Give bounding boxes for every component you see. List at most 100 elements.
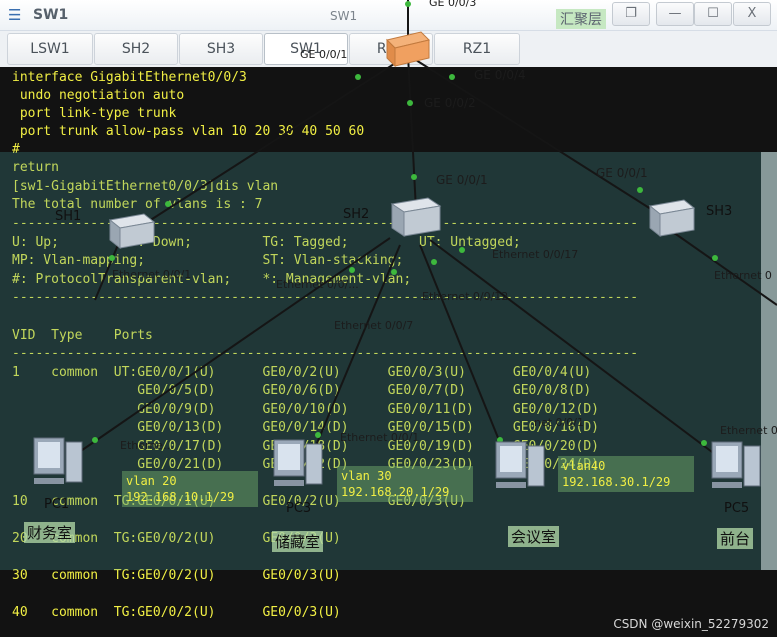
tab-sh2[interactable]: SH2	[94, 33, 178, 65]
port-dot	[407, 100, 413, 106]
port-label: Ethernet 0	[720, 424, 777, 437]
tab-sh3[interactable]: SH3	[179, 33, 263, 65]
port-dot	[701, 440, 707, 446]
port-dot	[315, 432, 321, 438]
terminal-line: interface GigabitEthernet0/0/3	[12, 70, 247, 85]
port-label: Ethernet 0/0/...	[276, 278, 359, 291]
link-sh2-pc3	[311, 244, 401, 456]
pc-icon[interactable]	[706, 440, 770, 496]
terminal-scrollbar[interactable]	[761, 152, 777, 570]
port-dot	[355, 74, 361, 80]
terminal-line: [sw1-GigabitEthernet0/0/3]dis vlan	[12, 179, 279, 194]
device-label-pc1: PC1	[44, 497, 70, 512]
terminal-line: GE0/0/17(D) GE0/0/18(D) GE0/0/19(D) GE0/…	[137, 439, 599, 454]
terminal-line: GE0/0/9(D) GE0/0/10(D) GE0/0/11(D) GE0/0…	[12, 402, 599, 417]
port-label: Ethernet 0/0/7	[334, 319, 414, 332]
link-sh3-down	[669, 229, 777, 306]
room-label-front: 前台	[717, 528, 754, 549]
terminal-line: ----------------------------------------…	[12, 346, 639, 361]
terminal-line: port trunk allow-pass vlan 10 20 30 40 5…	[12, 124, 365, 139]
pc-icon[interactable]	[490, 440, 554, 496]
port-dot	[109, 255, 115, 261]
vlan20-annotation: vlan 20 192.168.10.1/29	[122, 471, 258, 507]
port-dot	[92, 437, 98, 443]
room-label-meeting: 会议室	[508, 526, 560, 547]
terminal-line: The total number of vlans is : 7	[12, 197, 263, 212]
vlan40-annotation: vlan40 192.168.30.1/29	[558, 456, 694, 492]
port-label: Etherne...	[120, 439, 174, 452]
switch-sh2-icon[interactable]	[388, 194, 444, 244]
link-sw1-sh1	[134, 54, 409, 231]
link-sh2-pc5	[429, 239, 721, 459]
port-label: Ethernet 0/0/17	[492, 248, 579, 261]
terminal-line: 10 common TG:GE0/0/1(U) GE0/0/2(U) GE0/0…	[12, 494, 466, 509]
port-dot	[637, 187, 643, 193]
terminal-line: 30 common TG:GE0/0/2(U) GE0/0/3(U)	[12, 568, 341, 583]
maximize-button[interactable]: ☐	[694, 2, 732, 26]
port-dot	[459, 247, 465, 253]
terminal-line: #: ProtocolTransparent-vlan; *: Manageme…	[12, 272, 412, 287]
window-title: SW1	[33, 7, 69, 23]
core-switch-icon[interactable]	[381, 26, 433, 70]
port-dot	[449, 74, 455, 80]
terminal-line: MP: Vlan-mapping; ST: Vlan-stacking;	[12, 253, 404, 268]
minimize-button[interactable]: —	[656, 2, 694, 26]
device-label-pc3: PC3	[286, 501, 312, 516]
terminal-line: undo negotiation auto	[12, 88, 185, 103]
port-label: net 0/0/1	[534, 416, 584, 429]
port-dot	[431, 259, 437, 265]
port-dot	[391, 269, 397, 275]
tab-sw1[interactable]: SW1	[264, 33, 348, 65]
port-dot	[411, 174, 417, 180]
room-label-finance: 财务室	[24, 522, 76, 543]
port-label: GE 0/0/1	[436, 173, 488, 187]
switch-sh3-icon[interactable]	[646, 196, 698, 244]
port-dot	[349, 267, 355, 273]
terminal-line: #	[12, 142, 20, 157]
terminal-line: U: Up; D: Down; TG: Tagged; UT: Untagged…	[12, 235, 521, 250]
window-center-title: SW1	[330, 9, 358, 23]
port-label: GE 0/0/3	[429, 0, 477, 9]
port-label: Ethernet 0/0/1	[112, 268, 192, 281]
link-sh2-pc4	[419, 244, 506, 456]
terminal-line: 40 common TG:GE0/0/2(U) GE0/0/3(U)	[12, 605, 341, 620]
terminal-line: VID Type Ports	[12, 328, 153, 343]
watermark: CSDN @weixin_52279302	[613, 617, 769, 631]
device-label-sh3: SH3	[706, 204, 733, 219]
port-label: Ethernet 0	[714, 269, 772, 282]
device-label-sh1: SH1	[55, 209, 82, 224]
terminal-console[interactable]: interface GigabitEthernet0/0/3 undo nego…	[0, 67, 777, 637]
port-label: GE 0/0/1	[300, 48, 348, 61]
tab-lsw1[interactable]: LSW1	[7, 33, 93, 65]
terminal-line: ----------------------------------------…	[12, 216, 639, 231]
port-dot	[405, 1, 411, 7]
terminal-line: GE0/0/13(D) GE0/0/14(D) GE0/0/15(D) GE0/…	[12, 420, 599, 435]
device-label-sh2: SH2	[343, 207, 370, 222]
terminal-line: GE0/0/5(D) GE0/0/6(D) GE0/0/7(D) GE0/0/8…	[12, 383, 592, 398]
app-icon: ☰	[8, 6, 22, 24]
vlan30-annotation: vlan 30 192.168.20.1/29	[337, 466, 473, 502]
pc-icon[interactable]	[268, 438, 332, 494]
layer-tag: 汇聚层	[556, 9, 606, 29]
tab-rz1[interactable]: RZ1	[434, 33, 520, 65]
port-dot	[712, 255, 718, 261]
close-button[interactable]: X	[733, 2, 771, 26]
port-label: Ethernet 0/0/12	[422, 290, 509, 303]
pc-icon[interactable]	[28, 436, 92, 492]
switch-sh1-icon[interactable]	[106, 210, 158, 254]
terminal-line: return	[12, 160, 59, 175]
terminal-line: ----------------------------------------…	[12, 290, 639, 305]
port-label: GE 0/0/1	[596, 166, 648, 180]
port-label: Ethernet 0/0/1	[340, 431, 420, 444]
port-label: GE 0/0/4	[474, 68, 526, 82]
link-sh1-down	[94, 239, 121, 301]
restore-icon[interactable]: ❐	[612, 2, 650, 26]
link-sw1-sh3	[407, 54, 666, 219]
port-label: GE 0/0/2	[424, 96, 476, 110]
terminal-line: port link-type trunk	[12, 106, 177, 121]
room-label-storage: 储藏室	[272, 531, 324, 552]
link-sh2-pc1	[74, 237, 391, 456]
link-sw1-sh2	[407, 54, 417, 211]
device-label-pc5: PC5	[724, 501, 750, 516]
